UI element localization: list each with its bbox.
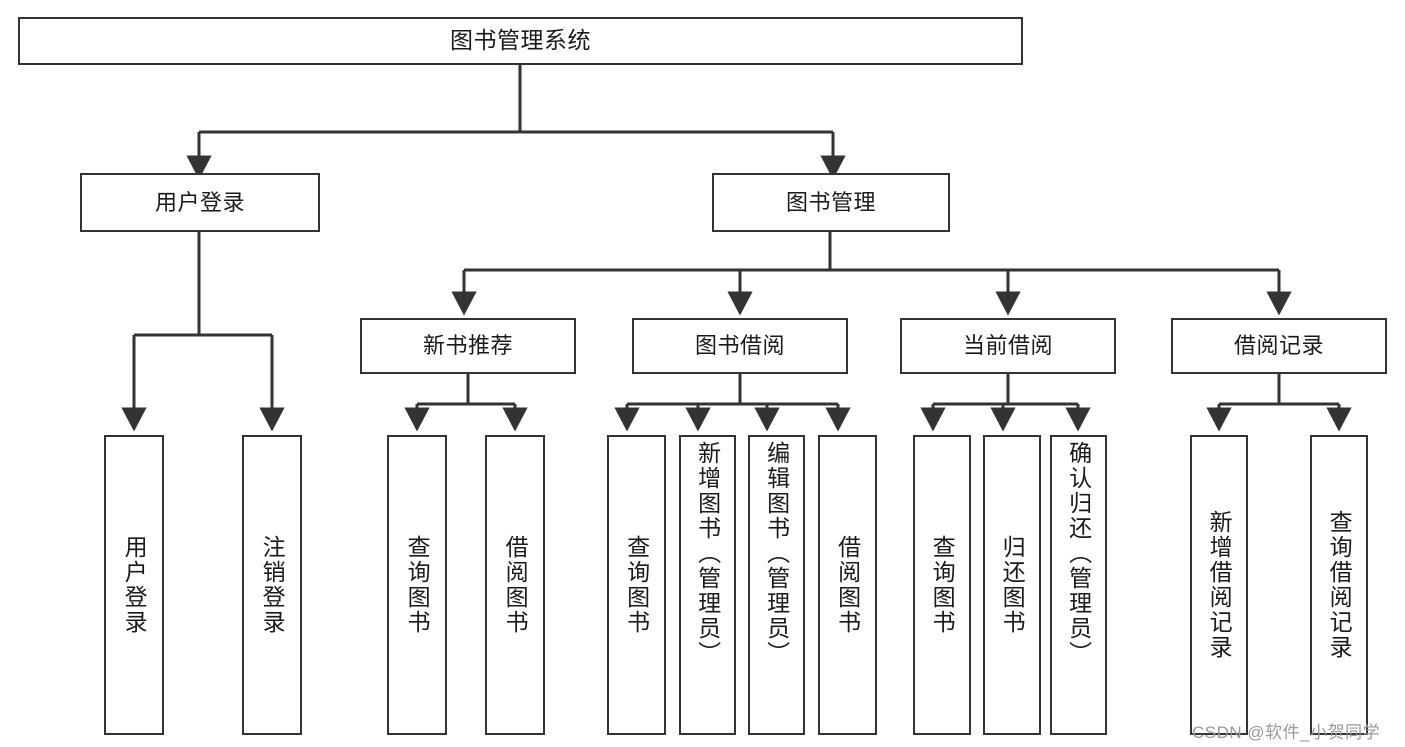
node-label: 编辑图书（管理员） — [763, 441, 790, 666]
node-current-borrow[interactable]: 当前借阅 — [900, 318, 1116, 374]
leaf-add-book[interactable]: 新增图书（管理员） — [679, 435, 736, 735]
node-label: 借阅图书 — [834, 535, 861, 635]
node-label: 确认归还（管理员） — [1065, 441, 1092, 666]
leaf-return-book[interactable]: 归还图书 — [983, 435, 1041, 735]
node-label: 借阅记录 — [1233, 333, 1324, 359]
node-label: 查询图书 — [929, 535, 956, 635]
leaf-query-book-1[interactable]: 查询图书 — [387, 435, 447, 735]
node-label: 用户登录 — [154, 189, 245, 215]
leaf-confirm-return[interactable]: 确认归还（管理员） — [1050, 435, 1107, 735]
csdn-watermark: CSDN @软件_小贺同学 — [1192, 723, 1381, 742]
node-book-borrow[interactable]: 图书借阅 — [632, 318, 848, 374]
leaf-query-book-3[interactable]: 查询图书 — [913, 435, 971, 735]
node-label: 当前借阅 — [962, 333, 1053, 359]
node-label: 新增借阅记录 — [1206, 510, 1233, 660]
node-label: 查询图书 — [404, 535, 431, 635]
node-new-book-recommend[interactable]: 新书推荐 — [360, 318, 576, 374]
node-label: 新增图书（管理员） — [694, 441, 721, 666]
node-user-login[interactable]: 用户登录 — [80, 173, 320, 232]
node-book-manage[interactable]: 图书管理 — [712, 173, 950, 232]
leaf-query-book-2[interactable]: 查询图书 — [607, 435, 666, 735]
node-label: 借阅图书 — [502, 535, 529, 635]
leaf-add-record[interactable]: 新增借阅记录 — [1190, 435, 1248, 735]
node-label: 注销登录 — [259, 535, 286, 635]
node-label: 图书借阅 — [694, 333, 785, 359]
node-label: 图书管理 — [785, 189, 876, 215]
leaf-user-login[interactable]: 用户登录 — [104, 435, 164, 735]
leaf-logout-login[interactable]: 注销登录 — [242, 435, 302, 735]
node-label: 用户登录 — [121, 535, 148, 635]
leaf-borrow-book-2[interactable]: 借阅图书 — [818, 435, 877, 735]
node-borrow-record[interactable]: 借阅记录 — [1171, 318, 1387, 374]
leaf-borrow-book-1[interactable]: 借阅图书 — [485, 435, 545, 735]
node-label: 新书推荐 — [422, 333, 513, 359]
leaf-query-record[interactable]: 查询借阅记录 — [1310, 435, 1368, 735]
node-label: 图书管理系统 — [450, 27, 591, 54]
node-label: 查询借阅记录 — [1326, 510, 1353, 660]
leaf-edit-book[interactable]: 编辑图书（管理员） — [748, 435, 805, 735]
node-label: 归还图书 — [999, 535, 1026, 635]
node-label: 查询图书 — [623, 535, 650, 635]
node-root-system[interactable]: 图书管理系统 — [18, 17, 1023, 65]
